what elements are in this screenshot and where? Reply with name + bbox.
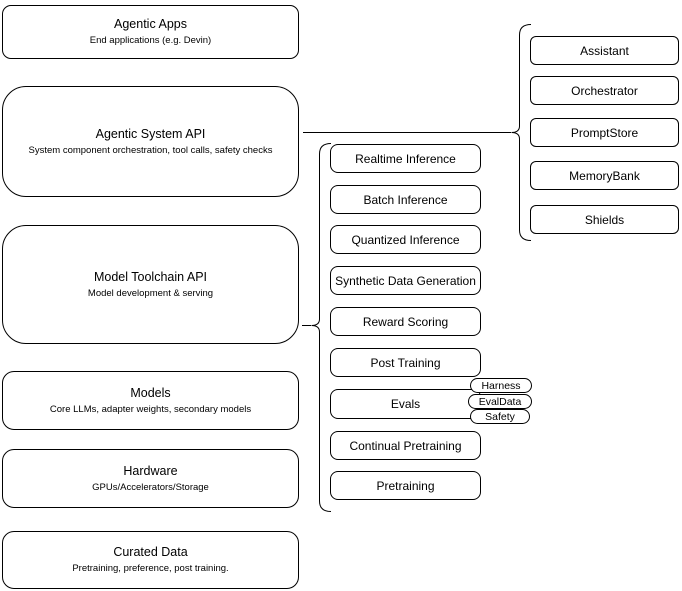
service-continual-pretraining: Continual Pretraining [330, 431, 481, 460]
service-post-training: Post Training [330, 348, 481, 377]
system-components-bracket [511, 24, 532, 241]
layer-models: Models Core LLMs, adapter weights, secon… [2, 371, 299, 430]
component-shields: Shields [530, 205, 679, 234]
layer-model-toolchain-api: Model Toolchain API Model development & … [2, 225, 299, 344]
component-promptstore-label: PromptStore [570, 125, 639, 140]
service-realtime-inference-label: Realtime Inference [355, 151, 456, 166]
component-memorybank: MemoryBank [530, 161, 679, 190]
service-quantized-inference: Quantized Inference [330, 225, 481, 254]
service-continual-pretraining-label: Continual Pretraining [349, 438, 462, 453]
layer-curated-data-title: Curated Data [113, 545, 188, 559]
layer-agentic-system-api: Agentic System API System component orch… [2, 86, 299, 197]
tag-evaldata-label: EvalData [478, 395, 522, 408]
tag-evaldata: EvalData [468, 394, 532, 409]
component-memorybank-label: MemoryBank [569, 168, 640, 183]
service-synthetic-data-generation: Synthetic Data Generation [330, 266, 481, 295]
tag-safety-label: Safety [485, 410, 515, 423]
layer-models-subtitle: Core LLMs, adapter weights, secondary mo… [49, 403, 252, 415]
layer-hardware-subtitle: GPUs/Accelerators/Storage [92, 481, 209, 493]
layer-agentic-apps: Agentic Apps End applications (e.g. Devi… [2, 5, 299, 59]
service-evals: Evals [330, 389, 481, 419]
layer-agentic-apps-subtitle: End applications (e.g. Devin) [89, 35, 212, 46]
tag-harness: Harness [470, 378, 532, 393]
service-post-training-label: Post Training [370, 355, 441, 370]
component-assistant: Assistant [530, 36, 679, 65]
component-shields-label: Shields [584, 212, 625, 227]
service-pretraining-label: Pretraining [376, 478, 435, 493]
service-reward-scoring-label: Reward Scoring [362, 314, 449, 329]
layer-hardware-title: Hardware [123, 463, 178, 478]
layer-model-toolchain-api-subtitle: Model development & serving [87, 287, 214, 299]
layer-agentic-system-api-subtitle: System component orchestration, tool cal… [28, 144, 273, 156]
tag-harness-label: Harness [481, 379, 521, 392]
tag-safety: Safety [470, 409, 530, 424]
component-orchestrator: Orchestrator [530, 76, 679, 105]
service-quantized-inference-label: Quantized Inference [351, 232, 460, 247]
toolchain-bracket [311, 143, 332, 512]
service-synthetic-data-generation-label: Synthetic Data Generation [335, 273, 476, 288]
layer-hardware: Hardware GPUs/Accelerators/Storage [2, 449, 299, 508]
component-assistant-label: Assistant [580, 43, 629, 58]
service-reward-scoring: Reward Scoring [330, 307, 481, 336]
layer-curated-data: Curated Data Pretraining, preference, po… [2, 531, 299, 589]
layer-agentic-system-api-title: Agentic System API [95, 126, 206, 141]
layer-model-toolchain-api-title: Model Toolchain API [93, 269, 208, 284]
service-batch-inference: Batch Inference [330, 185, 481, 214]
service-pretraining: Pretraining [330, 471, 481, 500]
component-promptstore: PromptStore [530, 118, 679, 147]
layer-models-title: Models [130, 385, 171, 400]
component-orchestrator-label: Orchestrator [571, 83, 638, 98]
service-realtime-inference: Realtime Inference [330, 144, 481, 173]
service-batch-inference-label: Batch Inference [363, 192, 448, 207]
layer-curated-data-subtitle: Pretraining, preference, post training. [72, 563, 229, 574]
layer-agentic-apps-title: Agentic Apps [114, 17, 187, 31]
service-evals-label: Evals [390, 397, 421, 411]
